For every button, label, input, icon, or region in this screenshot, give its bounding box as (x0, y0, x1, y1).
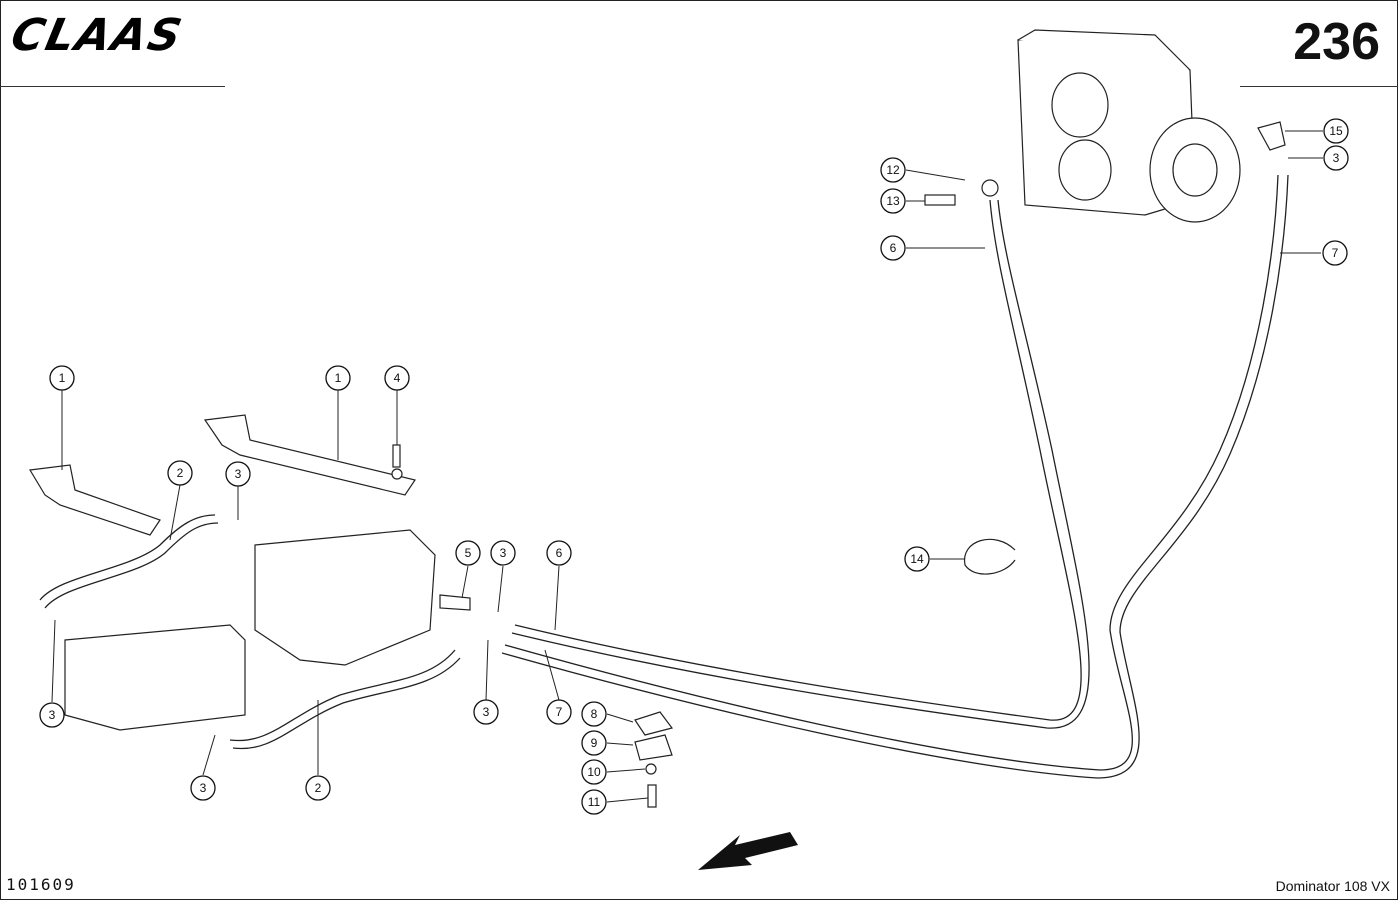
valve-block-upper (254, 529, 436, 666)
svg-text:3: 3 (200, 781, 207, 795)
svg-text:7: 7 (1332, 246, 1339, 260)
elbow-15 (1257, 121, 1286, 151)
hose-7-b (501, 174, 1289, 779)
svg-text:12: 12 (886, 163, 900, 177)
callout-3e: 3 (473, 699, 499, 725)
bolt-11 (647, 784, 657, 808)
callout-6b: 6 (546, 540, 572, 566)
svg-text:3: 3 (235, 467, 242, 481)
bracket-left (29, 464, 161, 536)
hose-2-upper-b (44, 522, 219, 609)
svg-text:11: 11 (588, 795, 601, 809)
hose-2-lower-b (232, 657, 461, 750)
model-name: Dominator 108 VX (1275, 878, 1390, 894)
svg-text:8: 8 (591, 707, 598, 721)
callout-2a: 2 (167, 460, 193, 486)
callout-10: 10 (581, 759, 607, 785)
callout-7a: 7 (1322, 240, 1348, 266)
callout-2b: 2 (305, 775, 331, 801)
svg-text:3: 3 (483, 705, 490, 719)
svg-text:3: 3 (1333, 151, 1340, 165)
direction-arrow (698, 832, 798, 870)
callout-9: 9 (581, 730, 607, 756)
hose-2-upper (39, 514, 216, 601)
bolt-4 (392, 444, 401, 468)
hose-7 (504, 174, 1279, 771)
callout-15: 15 (1323, 118, 1349, 144)
svg-text:13: 13 (886, 194, 900, 208)
svg-text:10: 10 (587, 765, 601, 779)
callout-1b: 1 (325, 365, 351, 391)
hose-6 (514, 199, 1082, 721)
callout-5: 5 (455, 540, 481, 566)
callout-3c: 3 (190, 775, 216, 801)
svg-text:1: 1 (59, 371, 66, 385)
svg-text:1: 1 (335, 371, 342, 385)
header-rule-right (1240, 86, 1398, 87)
svg-text:9: 9 (591, 736, 598, 750)
callout-3d: 3 (490, 540, 516, 566)
callout-13: 13 (880, 188, 906, 214)
callout-7b: 7 (546, 699, 572, 725)
callout-12: 12 (880, 157, 906, 183)
bracket-middle (203, 414, 416, 496)
svg-text:7: 7 (556, 705, 563, 719)
fitting-12 (981, 179, 999, 197)
hose-2-lower (229, 649, 456, 742)
svg-text:6: 6 (890, 241, 897, 255)
callout-1a: 1 (49, 365, 75, 391)
callout-6a: 6 (880, 235, 906, 261)
callout-14: 14 (904, 546, 930, 572)
tee-5 (439, 594, 471, 611)
hydraulic-pump (1017, 29, 1241, 223)
svg-text:2: 2 (177, 466, 184, 480)
clamp-half-9 (634, 734, 673, 761)
svg-text:6: 6 (556, 546, 563, 560)
svg-text:14: 14 (910, 552, 924, 566)
svg-text:4: 4 (394, 371, 401, 385)
leader-lines (51, 130, 1323, 803)
callout-4: 4 (384, 365, 410, 391)
page-number: 236 (1293, 13, 1380, 71)
washer-4 (391, 468, 403, 480)
svg-text:2: 2 (315, 781, 322, 795)
valve-block-lower (64, 624, 246, 731)
callout-3b: 3 (39, 702, 65, 728)
svg-text:3: 3 (500, 546, 507, 560)
callout-11: 11 (581, 789, 607, 815)
header-rule-left (0, 86, 225, 87)
bolt-13 (924, 194, 956, 206)
hose-clamp-ring (964, 538, 1016, 575)
svg-text:5: 5 (465, 546, 472, 560)
callout-8: 8 (581, 701, 607, 727)
svg-text:15: 15 (1329, 124, 1343, 138)
svg-text:3: 3 (49, 708, 56, 722)
callout-3a: 3 (225, 461, 251, 487)
washer-10 (645, 763, 657, 775)
hose-6-b (511, 199, 1090, 729)
drawing-id: 101609 (6, 875, 76, 894)
clamp-half-8 (634, 711, 674, 736)
callout-3f: 3 (1323, 145, 1349, 171)
